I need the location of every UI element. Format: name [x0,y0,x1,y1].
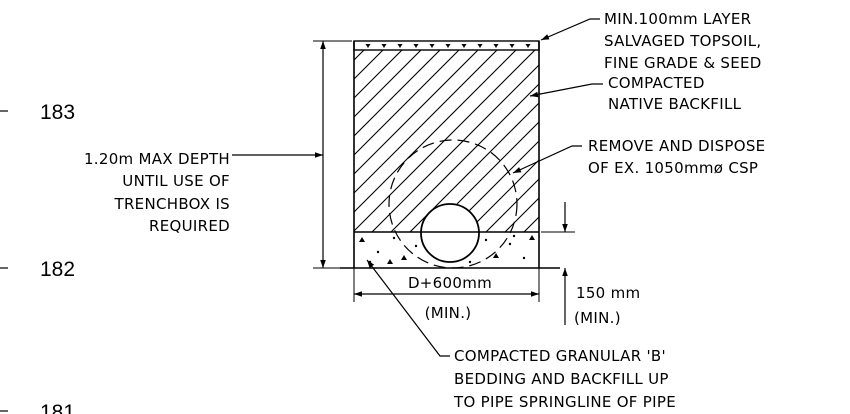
max-depth-label: 1.20m MAX DEPTH UNTIL USE OF TRENCHBOX I… [84,150,230,235]
seed-mark [445,44,451,48]
native-leader [529,83,603,98]
topsoil-seed-marks [365,44,531,48]
aggregate-mark [359,237,365,242]
elevation-label-183: 183 [40,101,75,124]
seed-mark [461,44,467,48]
bedding-aggregate-marks [359,234,535,264]
topsoil-leader [540,18,600,41]
seed-mark [365,44,371,48]
new-pipe-circle [420,203,480,263]
native-backfill-hatch [354,50,539,232]
svg-text:SALVAGED TOPSOIL,: SALVAGED TOPSOIL, [604,32,761,50]
width-min-label: (MIN.) [425,304,472,322]
bedding-depth-min-label: (MIN.) [574,309,621,327]
aggregate-mark [493,253,499,258]
aggregate-mark [508,242,512,246]
topsoil-label: MIN.100mm LAYER SALVAGED TOPSOIL, FINE G… [604,10,762,72]
svg-text:NATIVE BACKFILL: NATIVE BACKFILL [608,95,742,113]
svg-text:REMOVE AND DISPOSE: REMOVE AND DISPOSE [588,137,765,155]
svg-text:TO PIPE SPRINGLINE OF PIPE: TO PIPE SPRINGLINE OF PIPE [453,393,676,411]
svg-text:BEDDING AND BACKFILL UP: BEDDING AND BACKFILL UP [454,370,669,388]
svg-text:1.20m MAX DEPTH: 1.20m MAX DEPTH [84,150,230,168]
svg-text:COMPACTED GRANULAR 'B': COMPACTED GRANULAR 'B' [454,347,666,365]
svg-text:OF EX. 1050mmø CSP: OF EX. 1050mmø CSP [588,159,758,177]
seed-mark [413,44,419,48]
existing-csp-dashed-circle [388,139,518,269]
native-backfill-label: COMPACTED NATIVE BACKFILL [608,74,742,113]
aggregate-mark [387,259,393,264]
svg-text:MIN.100mm LAYER: MIN.100mm LAYER [604,10,751,28]
bedding-depth-label: 150 mm [576,284,640,302]
bedding-label: COMPACTED GRANULAR 'B' BEDDING AND BACKF… [453,347,676,411]
svg-text:REQUIRED: REQUIRED [149,217,230,235]
aggregate-mark [484,238,488,242]
seed-mark [525,44,531,48]
bedding-leader [366,259,450,357]
remove-csp-label: REMOVE AND DISPOSE OF EX. 1050mmø CSP [588,137,765,177]
seed-mark [493,44,499,48]
seed-mark [429,44,435,48]
aggregate-mark [468,260,472,264]
aggregate-mark [376,250,380,254]
seed-mark [397,44,403,48]
seed-mark [509,44,515,48]
aggregate-mark [414,244,418,248]
elevation-label-181: 181 [40,401,75,414]
svg-text:FINE GRADE & SEED: FINE GRADE & SEED [604,54,762,72]
svg-text:TRENCHBOX IS: TRENCHBOX IS [114,195,231,213]
seed-mark [381,44,387,48]
width-label: D+600mm [408,274,492,292]
elevation-label-182: 182 [40,258,75,281]
aggregate-mark [522,256,526,260]
seed-mark [477,44,483,48]
aggregate-mark [512,234,516,238]
aggregate-mark [392,236,396,240]
aggregate-mark [401,255,407,260]
aggregate-mark [529,235,535,240]
svg-text:UNTIL USE OF: UNTIL USE OF [122,172,230,190]
remove-leader [512,145,582,174]
svg-text:COMPACTED: COMPACTED [608,74,705,92]
